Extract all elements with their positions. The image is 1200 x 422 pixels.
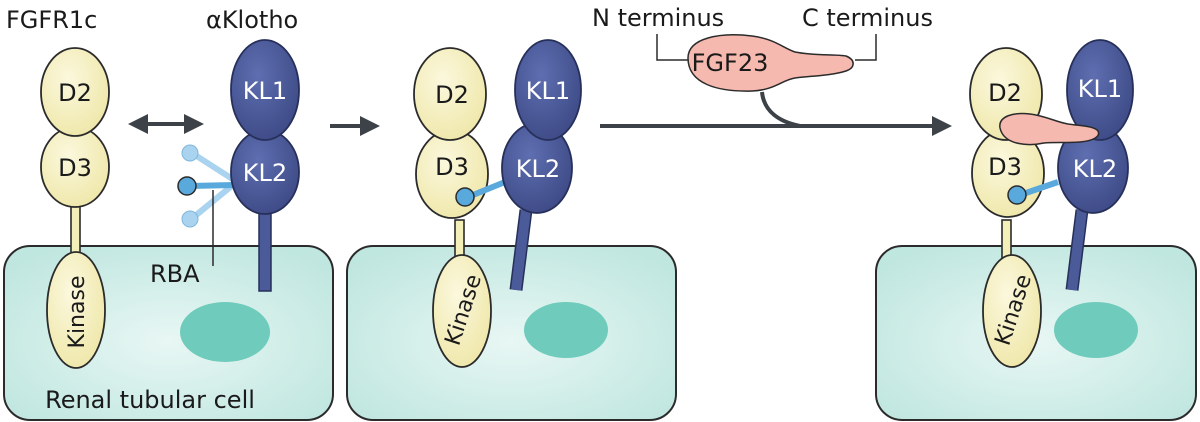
fgfr-stalk-2	[454, 219, 465, 261]
fgf23-bound	[999, 112, 1100, 146]
fgfr-kinase-2	[432, 254, 492, 368]
aklotho-label: αKlotho	[206, 6, 298, 34]
rba-ball-faded-top	[181, 144, 199, 162]
kl1-label-3: KL1	[1078, 75, 1122, 103]
fgf23-label: FGF23	[692, 49, 769, 77]
klotho-kl1-2	[514, 39, 582, 141]
c-terminus-bracket	[855, 34, 877, 61]
kl1-label-1: KL1	[243, 77, 287, 105]
kl2-label-3: KL2	[1073, 155, 1117, 183]
nucleus-1	[180, 302, 270, 362]
panel-1: Renal tubular cell FGFR1c Kinase D2 D3 α…	[3, 6, 334, 421]
n-terminus-bracket	[656, 34, 690, 61]
d2-label-3: D2	[988, 79, 1022, 107]
rba-ball	[177, 176, 197, 196]
fgfr1c-label: FGFR1c	[6, 6, 97, 34]
nucleus-2	[524, 302, 608, 358]
kl1-label-2: KL1	[526, 77, 570, 105]
fgfr-stalk-3	[1001, 219, 1012, 261]
d3-label-3: D3	[988, 153, 1022, 181]
panel-3: Kinase D2 D3 KL1 KL2	[875, 39, 1197, 421]
rba-ball-3	[1007, 185, 1027, 205]
fgfr-d2-2	[413, 47, 487, 141]
klotho-tm-1	[258, 204, 272, 292]
renal-cell-label: Renal tubular cell	[45, 386, 255, 414]
fgf23-arrow-curve	[760, 91, 801, 128]
d3-label-2: D3	[435, 153, 469, 181]
fgfr-d2-1	[40, 47, 110, 137]
fgf23-shape	[687, 34, 854, 92]
kl2-label-2: KL2	[516, 155, 560, 183]
d3-label-1: D3	[58, 154, 92, 182]
rba-ball-2	[455, 187, 475, 207]
fgf23-group: N terminus C terminus FGF23	[592, 4, 933, 128]
rba-ball-faded-bottom	[181, 210, 199, 228]
klotho-kl1-1	[230, 39, 300, 141]
panel-2: Kinase D2 D3 KL1 KL2	[346, 39, 677, 421]
kinase-label-1: Kinase	[65, 276, 90, 349]
d2-label-2: D2	[435, 81, 469, 109]
d2-label-1: D2	[58, 79, 92, 107]
n-terminus-label: N terminus	[592, 4, 724, 32]
fgfr-kinase-3	[982, 254, 1042, 368]
c-terminus-label: C terminus	[802, 4, 933, 32]
fgfr-kinase-1	[46, 251, 106, 369]
rba-arms	[177, 144, 236, 228]
kl2-label-1: KL2	[243, 159, 287, 187]
rba-label: RBA	[150, 260, 200, 288]
nucleus-3	[1054, 302, 1138, 358]
renal-cell-2	[346, 245, 677, 421]
klotho-kl1-3	[1066, 39, 1134, 141]
